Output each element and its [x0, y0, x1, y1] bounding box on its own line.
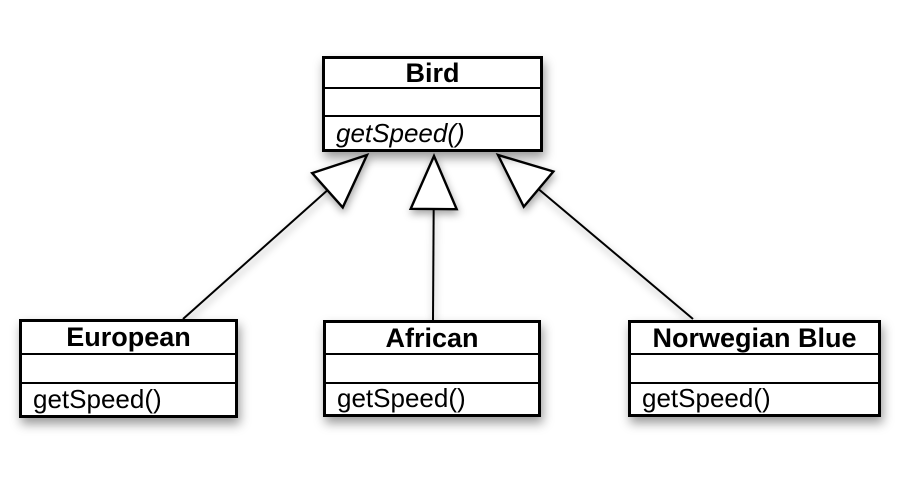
edge-norwegian-to-bird — [495, 153, 694, 320]
class-method-norwegian: getSpeed() — [631, 381, 878, 414]
class-name-bird: Bird — [405, 59, 460, 87]
class-name-norwegian: Norwegian Blue — [652, 323, 857, 353]
class-attributes-european — [22, 353, 235, 382]
edge-european-to-bird — [182, 152, 370, 320]
class-box-norwegian: Norwegian Blue getSpeed() — [628, 320, 881, 417]
class-method-african: getSpeed() — [326, 381, 538, 414]
class-attributes-norwegian — [631, 353, 878, 381]
class-method-european: getSpeed() — [22, 382, 235, 415]
class-box-european: European getSpeed() — [19, 319, 238, 418]
class-name-african: African — [385, 323, 479, 353]
class-box-african: African getSpeed() — [323, 320, 541, 417]
class-name-european: European — [66, 322, 191, 352]
class-method-bird: getSpeed() — [325, 115, 540, 149]
class-box-bird: Bird getSpeed() — [322, 56, 543, 152]
edge-african-to-bird — [408, 152, 459, 321]
class-attributes-african — [326, 353, 538, 381]
class-attributes-bird — [325, 87, 540, 115]
